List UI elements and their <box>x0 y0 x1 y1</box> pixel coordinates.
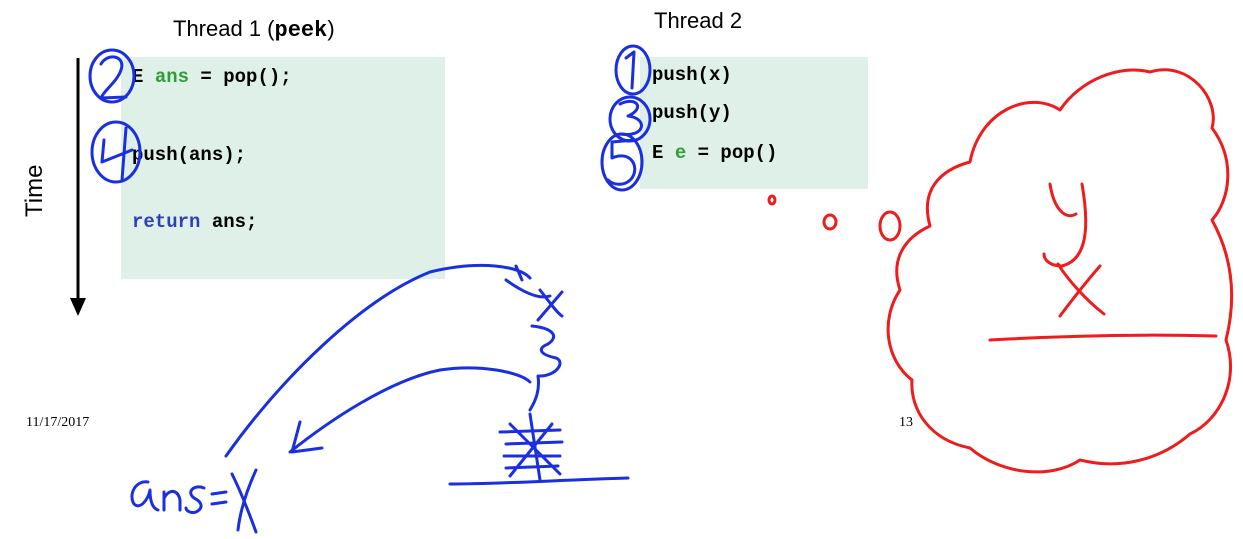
thread2-line-3: E e = pop() <box>652 142 778 164</box>
thread1-title: Thread 1 (peek) <box>173 16 335 43</box>
stack-y <box>530 324 562 378</box>
step-2-digit <box>99 55 128 100</box>
step-1-digit <box>624 50 636 90</box>
thread1-title-bold: peek <box>274 18 328 43</box>
step-4-circle <box>90 120 142 184</box>
thread1-title-suffix: ) <box>327 16 335 41</box>
bubble-dot-large <box>878 210 902 242</box>
ans-s <box>184 485 206 514</box>
thread2-title: Thread 2 <box>654 8 743 33</box>
thread1-code-box <box>121 57 445 279</box>
step-1-circle <box>614 44 652 96</box>
stack-line <box>528 374 540 412</box>
bubble-y <box>1042 182 1088 268</box>
thread2-line-1: push(x) <box>652 64 732 86</box>
stack-scribble <box>498 412 564 482</box>
thought-bubble <box>886 68 1234 474</box>
thread1-line-1: E ans = pop(); <box>132 66 292 88</box>
bubble-dot-small <box>767 194 777 206</box>
bubble-x <box>1056 262 1106 318</box>
step-5-circle <box>600 132 644 192</box>
stack-x-mid <box>536 288 564 322</box>
thread2-code-box <box>640 57 868 189</box>
bubble-dot-medium <box>822 213 838 231</box>
thread1-line-3: return ans; <box>132 211 258 233</box>
ans-equals <box>210 490 228 506</box>
stack-base <box>448 476 630 486</box>
step-5-digit <box>606 138 637 186</box>
bubble-underline <box>988 333 1218 342</box>
thread1-line-2: push(ans); <box>132 144 247 166</box>
ans-a <box>130 480 160 512</box>
arc-inner-arrowhead <box>290 420 324 454</box>
arc-inner <box>288 366 532 454</box>
ans-x <box>230 468 258 534</box>
footer-date: 11/17/2017 <box>26 415 90 430</box>
step-4-digit <box>100 126 134 182</box>
thread1-title-prefix: Thread 1 ( <box>173 16 275 41</box>
thread2-line-2: push(y) <box>652 102 732 124</box>
step-3-digit <box>618 99 643 136</box>
footer-page: 13 <box>899 415 913 430</box>
time-arrow <box>70 58 86 316</box>
step-2-circle <box>88 48 136 104</box>
arc-outer <box>224 263 532 458</box>
ans-n <box>162 490 182 512</box>
